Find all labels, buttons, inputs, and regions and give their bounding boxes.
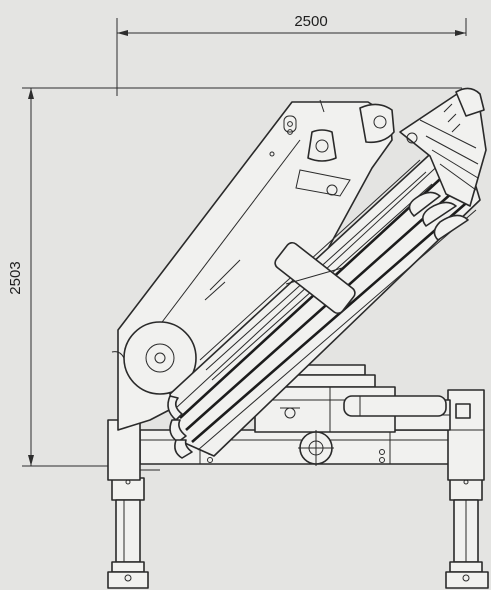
width-dimension-label: 2500	[294, 13, 327, 30]
boom-head	[399, 87, 487, 207]
lift-cylinder	[274, 241, 356, 315]
height-dimension: 2503	[7, 87, 462, 467]
right-outrigger-leg	[445, 477, 489, 589]
height-dimension-label: 2503	[7, 261, 24, 294]
slew-turret	[254, 364, 447, 466]
base-details	[125, 469, 469, 485]
pivot-disc	[111, 321, 197, 395]
left-outrigger-leg	[107, 477, 149, 589]
width-dimension: 2500	[116, 13, 467, 96]
